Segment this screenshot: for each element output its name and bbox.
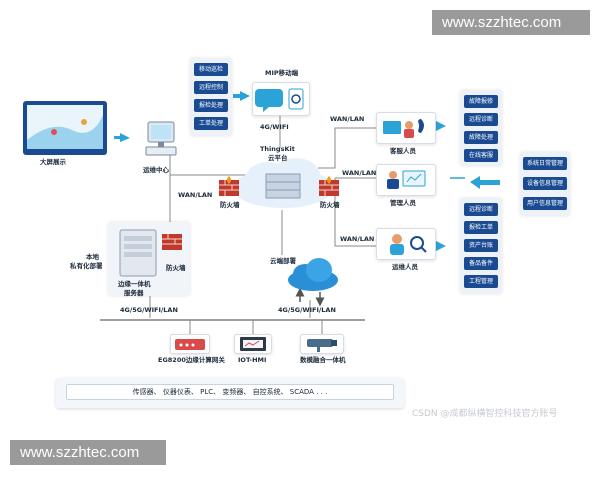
admin-menu-item[interactable]: 用户信息管理: [523, 197, 567, 210]
admin-menu-panel: 系统日常管理 设备信息管理 用户信息管理: [520, 152, 570, 216]
admin-menu-item[interactable]: 系统日常管理: [523, 157, 567, 170]
wan-customer-label: WAN/LAN: [330, 115, 365, 123]
customer-menu-panel: 故障报修 远程诊断 故障处理 在线客服: [460, 90, 502, 166]
gateway-icon: [175, 339, 205, 350]
data-machine-label: 数模融合一体机: [300, 356, 346, 364]
admin-label: 管理人员: [390, 199, 416, 207]
admin-card: [376, 164, 436, 196]
mip-menu-item[interactable]: 工单处理: [194, 117, 228, 130]
hmi-icon: [240, 337, 266, 351]
camera-icon: [307, 339, 337, 352]
edge-server-label-2: 服务器: [124, 289, 144, 297]
local-label-2: 私有化部署: [70, 262, 103, 270]
customer-menu-item[interactable]: 远程诊断: [464, 113, 498, 126]
local-label-1: 本地: [86, 253, 99, 261]
wan-left-label: WAN/LAN: [178, 191, 213, 199]
ops-menu-item[interactable]: 远程诊断: [464, 203, 498, 216]
devices-label: 传感器、 仪器仪表、 PLC、 变频器、 自控系统、 SCADA . . .: [66, 384, 394, 400]
mip-net-label: 4G/WIFI: [260, 123, 289, 131]
line-cloud-customer: [318, 127, 376, 169]
flow-arrows: [114, 91, 500, 251]
gateway-label: EG8200边缘计算网关: [158, 356, 225, 364]
line-cloud-ops-staff: [334, 178, 376, 247]
mip-menu-item[interactable]: 报检处理: [194, 99, 228, 112]
cloud-platform-icon: [233, 158, 333, 208]
mip-card: [252, 82, 310, 116]
csdn-watermark: CSDN @成都纵横智控科技官方账号: [412, 409, 558, 419]
ops-menu-item[interactable]: 报检工单: [464, 221, 498, 234]
wan-ops-label: WAN/LAN: [340, 235, 375, 243]
firewall-left-label: 防火墙: [220, 201, 240, 209]
admin-icon: [387, 170, 426, 189]
local-net-label: 4G/5G/WIFI/LAN: [120, 306, 178, 314]
mip-menu-item[interactable]: 远程控制: [194, 81, 228, 94]
ops-menu-item[interactable]: 资产台账: [464, 239, 498, 252]
mip-menu-item[interactable]: 移动巡检: [194, 63, 228, 76]
devices-bar: 传感器、 仪器仪表、 PLC、 变频器、 自控系统、 SCADA . . .: [56, 378, 404, 408]
firewall-right-label: 防火墙: [320, 201, 340, 209]
edge-server-label-1: 边缘一体机: [118, 280, 151, 288]
gateway-card: [170, 334, 210, 354]
mip-menu-panel: 移动巡检 远程控制 报检处理 工单处理: [190, 58, 232, 136]
ops-center-label: 运维中心: [143, 166, 169, 174]
ops-menu-panel: 远程诊断 报检工单 资产台账 备品备件 工程管理: [460, 198, 502, 294]
ops-menu-item[interactable]: 备品备件: [464, 257, 498, 270]
big-screen-label: 大屏展示: [40, 158, 66, 166]
customer-menu-item[interactable]: 在线客服: [464, 149, 498, 162]
big-screen-icon: [23, 101, 107, 155]
cloud-platform-title: ThingsKit: [260, 145, 295, 153]
firewall-icon: [319, 176, 339, 196]
admin-menu-item[interactable]: 设备信息管理: [523, 177, 567, 190]
ops-staff-label: 运维人员: [392, 263, 418, 271]
data-machine-card: [300, 334, 344, 354]
computer-icon: [145, 121, 177, 156]
customer-menu-item[interactable]: 故障报修: [464, 95, 498, 108]
cloud-platform-subtitle: 云平台: [268, 154, 288, 162]
wan-admin-label: WAN/LAN: [342, 169, 377, 177]
ops-menu-item[interactable]: 工程管理: [464, 275, 498, 288]
ops-staff-icon: [390, 234, 427, 255]
watermark-top: www.szzhtec.com: [432, 10, 590, 35]
server-icon: [119, 229, 182, 277]
ops-staff-card: [376, 228, 436, 260]
customer-service-card: [376, 112, 436, 144]
mip-label: MIP移动端: [265, 69, 299, 77]
customer-service-icon: [383, 119, 424, 138]
cloud-net-label: 4G/5G/WIFI/LAN: [278, 306, 336, 314]
watermark-bottom: www.szzhtec.com: [10, 440, 166, 465]
customer-service-label: 客服人员: [390, 147, 416, 155]
local-server-panel: [108, 222, 190, 296]
firewall-icon: [219, 176, 239, 196]
customer-menu-item[interactable]: 故障处理: [464, 131, 498, 144]
hmi-card: [234, 334, 272, 354]
firewall-local-label: 防火墙: [166, 264, 186, 272]
cloud-icon: [288, 258, 338, 291]
chat-gear-icon: [255, 88, 304, 112]
cloud-deploy-label: 云端部署: [270, 257, 296, 265]
hmi-label: IOT-HMI: [238, 356, 267, 364]
